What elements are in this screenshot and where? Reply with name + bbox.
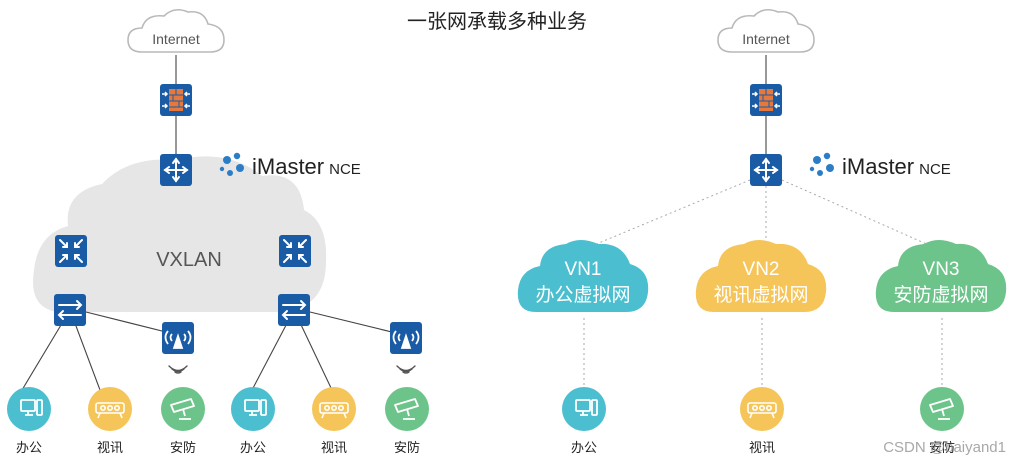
vxlan-fabric-cloud — [33, 156, 327, 312]
vn3-cloud — [875, 240, 1007, 312]
video-conference-icon — [740, 387, 784, 431]
wireless-ap-icon — [161, 321, 195, 355]
router-icon — [749, 153, 783, 187]
office-pc-icon — [562, 387, 606, 431]
video-conference-icon — [88, 387, 132, 431]
endpoint-label: 办公 — [16, 441, 42, 456]
left-endpoints: 办公 视讯 安防 办公 视讯 安防 — [7, 387, 429, 456]
endpoint-label: 办公 — [571, 441, 597, 456]
vn-name: VN3 — [923, 259, 960, 280]
right-virtual-links — [581, 179, 943, 388]
internet-label: Internet — [152, 31, 200, 47]
endpoint-label: 视讯 — [749, 441, 775, 456]
firewall-icon — [159, 83, 193, 117]
security-camera-icon — [920, 387, 964, 431]
firewall-icon — [749, 83, 783, 117]
endpoint-label: 视讯 — [321, 441, 347, 456]
vn2-cloud — [695, 240, 827, 312]
office-pc-icon — [7, 387, 51, 431]
imaster-nce-logo-icon — [809, 152, 834, 176]
video-conference-icon — [312, 387, 356, 431]
vn-label: 安防虚拟网 — [893, 284, 988, 306]
wifi-signal-icon — [396, 365, 416, 374]
endpoint-label: 视讯 — [97, 441, 123, 456]
vn-name: VN1 — [565, 259, 602, 280]
endpoint-label: 办公 — [240, 441, 266, 456]
endpoint-label: 安防 — [394, 440, 420, 456]
security-camera-icon — [161, 387, 205, 431]
vn-label: 办公虚拟网 — [535, 284, 630, 306]
router-icon — [159, 153, 193, 187]
wifi-signal-icon — [168, 365, 188, 374]
diagram-title: 一张网承载多种业务 — [407, 9, 587, 33]
security-camera-icon — [385, 387, 429, 431]
vn1-cloud — [517, 240, 649, 312]
watermark: CSDN @baiyand1 — [883, 439, 1006, 456]
endpoint-label: 安防 — [929, 440, 955, 456]
access-switch-icon — [53, 293, 87, 327]
access-switch-icon — [277, 293, 311, 327]
vn-name: VN2 — [743, 259, 780, 280]
core-switch-icon — [54, 234, 88, 268]
wireless-ap-icon — [389, 321, 423, 355]
vn-label: 视讯虚拟网 — [713, 284, 808, 306]
office-pc-icon — [231, 387, 275, 431]
vxlan-label: VXLAN — [156, 249, 222, 271]
internet-label: Internet — [742, 31, 790, 47]
core-switch-icon — [278, 234, 312, 268]
endpoint-label: 安防 — [170, 440, 196, 456]
